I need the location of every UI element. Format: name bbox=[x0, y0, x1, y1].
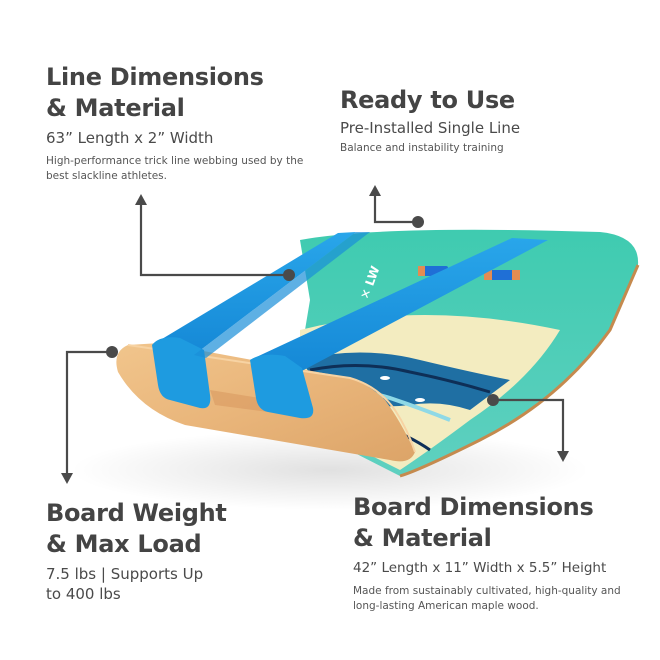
callout-ready-to-use: Ready to Use Pre-Installed Single Line B… bbox=[340, 85, 600, 156]
callout-description: High-performance trick line webbing used… bbox=[46, 155, 304, 182]
subtitle-line-1: 7.5 lbs | Supports Up bbox=[46, 565, 204, 583]
arrow-down-icon bbox=[61, 473, 73, 484]
board-dimensions-connector bbox=[493, 398, 565, 452]
callout-subtitle: Pre-Installed Single Line bbox=[340, 119, 521, 137]
callout-connectors bbox=[65, 194, 565, 474]
arrow-up-icon bbox=[369, 185, 381, 196]
title-line-1: Board Weight bbox=[46, 499, 227, 527]
title-line-1: Ready to Use bbox=[340, 86, 515, 114]
title-line-2: & Material bbox=[353, 524, 492, 552]
callout-description: Balance and instability training bbox=[340, 142, 504, 154]
callout-dot-icon bbox=[487, 394, 499, 406]
arrow-down-icon bbox=[557, 451, 569, 462]
line-peg-right bbox=[484, 270, 520, 280]
callout-title: Ready to Use bbox=[340, 85, 600, 116]
callout-dot-icon bbox=[412, 216, 424, 228]
title-line-1: Board Dimensions bbox=[353, 493, 594, 521]
callout-board-dimensions: Board Dimensions & Material 42” Length x… bbox=[353, 492, 643, 614]
title-line-1: Line Dimensions bbox=[46, 63, 264, 91]
callout-title: Line Dimensions & Material bbox=[46, 62, 326, 124]
slackline-straps bbox=[152, 232, 548, 419]
callout-description: Made from sustainably cultivated, high-q… bbox=[353, 585, 621, 612]
callout-dot-icon bbox=[106, 346, 118, 358]
callout-subtitle: 42” Length x 11” Width x 5.5” Height bbox=[353, 560, 607, 576]
callout-title: Board Weight & Max Load bbox=[46, 498, 276, 560]
callout-line-dimensions: Line Dimensions & Material 63” Length x … bbox=[46, 62, 326, 184]
board-weight-connector bbox=[65, 350, 112, 474]
line-dimensions-connector bbox=[139, 203, 289, 277]
subtitle-line-2: to 400 lbs bbox=[46, 585, 121, 603]
callout-title: Board Dimensions & Material bbox=[353, 492, 643, 554]
title-line-2: & Material bbox=[46, 94, 185, 122]
callout-board-weight: Board Weight & Max Load 7.5 lbs | Suppor… bbox=[46, 498, 276, 604]
arrow-up-icon bbox=[135, 194, 147, 205]
callout-subtitle: 63” Length x 2” Width bbox=[46, 129, 214, 147]
callout-dot-icon bbox=[283, 269, 295, 281]
callout-subtitle: 7.5 lbs | Supports Up to 400 lbs bbox=[46, 564, 276, 604]
ready-to-use-connector bbox=[373, 194, 417, 224]
title-line-2: & Max Load bbox=[46, 530, 202, 558]
